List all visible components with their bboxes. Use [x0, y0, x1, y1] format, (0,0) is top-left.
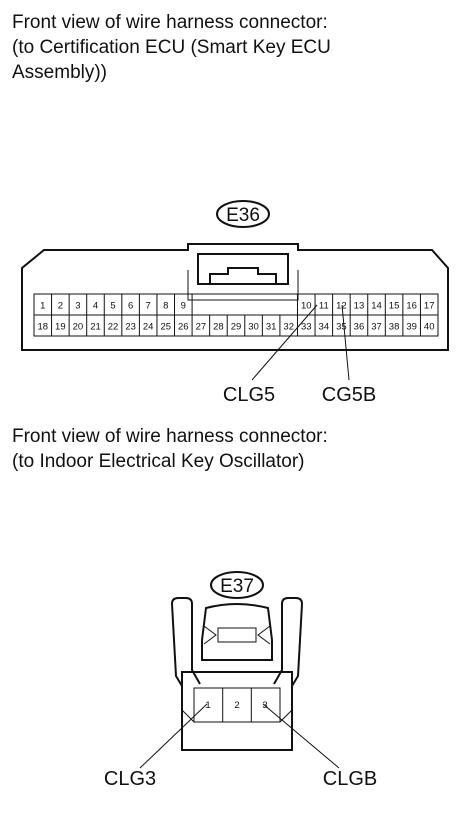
- e36-pin-8: 8: [163, 301, 168, 312]
- e36-pin-14: 14: [371, 301, 382, 312]
- e36-pin-4: 4: [93, 301, 98, 312]
- e36-pin-11: 11: [319, 301, 329, 312]
- e36-code: E36: [226, 205, 260, 226]
- e36-pin-35: 35: [336, 322, 347, 333]
- e36-pin-28: 28: [213, 322, 224, 333]
- e36-pin-2: 2: [58, 301, 63, 312]
- e37-heading-line-1: Front view of wire harness connector:: [12, 426, 328, 447]
- e37-right-arm: [273, 597, 304, 687]
- e36-pin-20: 20: [73, 322, 84, 333]
- e36-pin-9: 9: [181, 301, 186, 312]
- cg5b-callout: CG5B: [322, 384, 376, 406]
- e36-pin-16: 16: [406, 301, 417, 312]
- e36-pin-40: 40: [424, 322, 435, 333]
- e37-housing: [181, 671, 293, 751]
- e36-pin-10: 10: [301, 301, 312, 312]
- e36-pin-13: 13: [354, 301, 365, 312]
- e36-pin-22: 22: [108, 322, 119, 333]
- e37-pin-1: 1: [205, 700, 210, 711]
- e36-pin-33: 33: [301, 322, 312, 333]
- clgb-callout: CLGB: [323, 768, 377, 790]
- clg5-callout: CLG5: [223, 384, 275, 406]
- e36-housing: [21, 243, 449, 351]
- e37-code-tag: E37: [210, 571, 264, 599]
- e36-lock-well: [187, 270, 299, 301]
- e37-heading: Front view of wire harness connector: (t…: [12, 424, 328, 474]
- e36-pin-17: 17: [424, 301, 435, 312]
- e37-pin-block: [193, 687, 281, 723]
- e36-pin-1: 1: [40, 301, 45, 312]
- e36-pin-32: 32: [283, 322, 294, 333]
- e36-callout-lines: [251, 304, 350, 381]
- e37-lock-bar: [203, 625, 271, 645]
- e36-pin-12: 12: [336, 301, 347, 312]
- e36-code-tag: E36: [216, 200, 270, 228]
- e37-pin-2: 2: [234, 700, 239, 711]
- e36-pin-39: 39: [406, 322, 417, 333]
- e36-pin-7: 7: [146, 301, 151, 312]
- e36-pin-6: 6: [128, 301, 133, 312]
- clg3-leader: [139, 703, 208, 769]
- e36-pin-18: 18: [37, 322, 48, 333]
- e36-pin-21: 21: [90, 322, 101, 333]
- e36-lock-tab: [209, 267, 277, 284]
- e36-pin-38: 38: [389, 322, 400, 333]
- e36-pin-31: 31: [266, 322, 277, 333]
- e36-pin-block: [33, 293, 439, 337]
- e37-connector: E37 1 2 3 CLG3 CLGB: [104, 571, 377, 790]
- clg5-leader: [251, 304, 318, 381]
- e36-pin-15: 15: [389, 301, 400, 312]
- e36-pin-30: 30: [248, 322, 259, 333]
- e36-heading: Front view of wire harness connector: (t…: [12, 10, 331, 85]
- e37-lock-body: [201, 603, 273, 661]
- e36-pin-25: 25: [160, 322, 171, 333]
- e36-pin-cells: [51, 294, 421, 336]
- clgb-leader: [262, 703, 340, 769]
- e36-pin-3: 3: [75, 301, 80, 312]
- e37-left-arm: [170, 597, 201, 687]
- cg5b-leader: [341, 304, 350, 381]
- e36-pin-29: 29: [231, 322, 242, 333]
- e36-pin-37: 37: [371, 322, 382, 333]
- e36-heading-line-2: (to Certification ECU (Smart Key ECU: [12, 37, 331, 58]
- e36-lock-latch: [197, 253, 289, 285]
- e36-heading-line-1: Front view of wire harness connector:: [12, 12, 328, 33]
- e37-callout-lines: [139, 703, 340, 769]
- e36-pin-36: 36: [354, 322, 365, 333]
- e36-pin-26: 26: [178, 322, 189, 333]
- clg3-callout: CLG3: [104, 768, 156, 790]
- e37-heading-line-2: (to Indoor Electrical Key Oscillator): [12, 451, 305, 472]
- e36-pin-34: 34: [319, 322, 330, 333]
- e36-pin-19: 19: [55, 322, 66, 333]
- e36-heading-line-3: Assembly)): [12, 62, 108, 83]
- e36-pin-5: 5: [110, 301, 115, 312]
- e37-code: E37: [220, 576, 254, 597]
- e36-pin-27: 27: [196, 322, 207, 333]
- e37-pin-numbers: 1 2 3: [205, 700, 267, 711]
- e36-pin-23: 23: [125, 322, 136, 333]
- e36-pin-24: 24: [143, 322, 154, 333]
